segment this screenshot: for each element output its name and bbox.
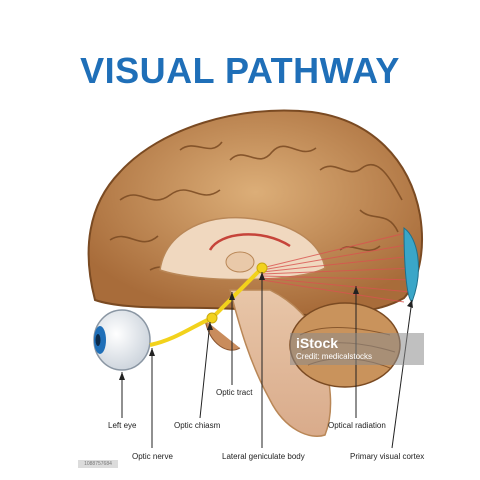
lateral-geniculate-node <box>256 262 268 274</box>
leader-primary-visual-cortex <box>391 299 413 449</box>
optic-chiasm-node <box>206 312 218 324</box>
label-lateral-geniculate-body: Lateral geniculate body <box>222 452 305 461</box>
thalamus-arc <box>208 233 291 251</box>
label-optical-radiation: Optical radiation <box>328 421 386 430</box>
diagram-title: VISUAL PATHWAY <box>80 50 400 91</box>
label-optic-tract: Optic tract <box>216 388 253 397</box>
stock-id-badge: 1088757684 <box>78 460 118 468</box>
stock-watermark: iStock Credit: medicalstocks <box>290 333 424 365</box>
cerebrum-shape <box>87 109 423 316</box>
label-optic-chiasm: Optic chiasm <box>174 421 221 430</box>
label-primary-visual-cortex: Primary visual cortex <box>350 452 425 461</box>
label-left-eye: Left eye <box>108 421 137 430</box>
corpus-callosum-area <box>159 216 326 281</box>
watermark-credit: Credit: medicalstocks <box>296 352 373 361</box>
leader-optic-chiasm <box>199 321 211 419</box>
optical-radiation-lines <box>261 231 416 303</box>
watermark-brand: iStock <box>296 335 339 351</box>
label-optic-nerve: Optic nerve <box>132 452 173 461</box>
